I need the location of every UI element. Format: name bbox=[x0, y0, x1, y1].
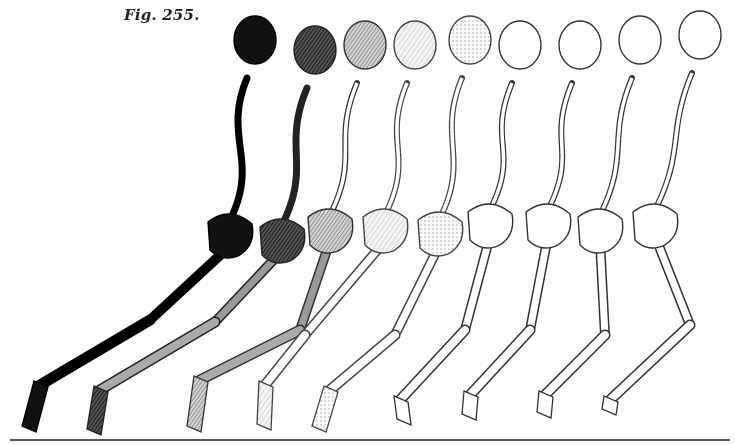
foot bbox=[462, 391, 478, 420]
pelvis bbox=[260, 219, 305, 263]
spine bbox=[282, 88, 307, 225]
skull bbox=[679, 11, 721, 59]
pelvis bbox=[208, 214, 253, 258]
tibia-core bbox=[330, 335, 395, 390]
foot bbox=[312, 386, 338, 432]
femur-core bbox=[600, 241, 605, 335]
skull bbox=[449, 16, 491, 64]
pelvis bbox=[363, 209, 408, 253]
spine bbox=[440, 78, 462, 218]
skull bbox=[559, 21, 601, 69]
femur-core bbox=[530, 236, 548, 330]
skeleton-figure bbox=[602, 11, 721, 415]
skull bbox=[294, 26, 336, 74]
femur-core bbox=[655, 236, 690, 325]
foot bbox=[87, 386, 108, 435]
foot bbox=[22, 381, 48, 432]
pelvis bbox=[418, 212, 463, 256]
spine bbox=[330, 83, 357, 215]
pelvis bbox=[578, 209, 623, 253]
pelvis bbox=[308, 209, 353, 253]
tibia-core bbox=[400, 330, 465, 400]
skull bbox=[344, 21, 386, 69]
pelvis bbox=[468, 204, 513, 248]
skull bbox=[499, 21, 541, 69]
femur-core bbox=[465, 236, 490, 330]
tibia-core bbox=[470, 330, 530, 395]
foot bbox=[187, 376, 208, 432]
pelvis bbox=[633, 204, 678, 248]
femur-core bbox=[150, 246, 230, 320]
spine bbox=[490, 83, 512, 210]
femur-core bbox=[395, 244, 440, 335]
spine bbox=[548, 83, 572, 210]
tibia-core bbox=[545, 335, 605, 395]
spine bbox=[385, 83, 407, 215]
skull bbox=[619, 16, 661, 64]
foot bbox=[257, 381, 273, 430]
spine bbox=[655, 73, 692, 210]
skeleton-figure bbox=[394, 21, 541, 425]
skull bbox=[394, 21, 436, 69]
tibia-core bbox=[610, 325, 690, 400]
spine bbox=[600, 78, 632, 215]
skeleton-figure bbox=[22, 16, 276, 432]
foot bbox=[394, 396, 411, 425]
pelvis bbox=[526, 204, 571, 248]
skull bbox=[234, 16, 276, 64]
